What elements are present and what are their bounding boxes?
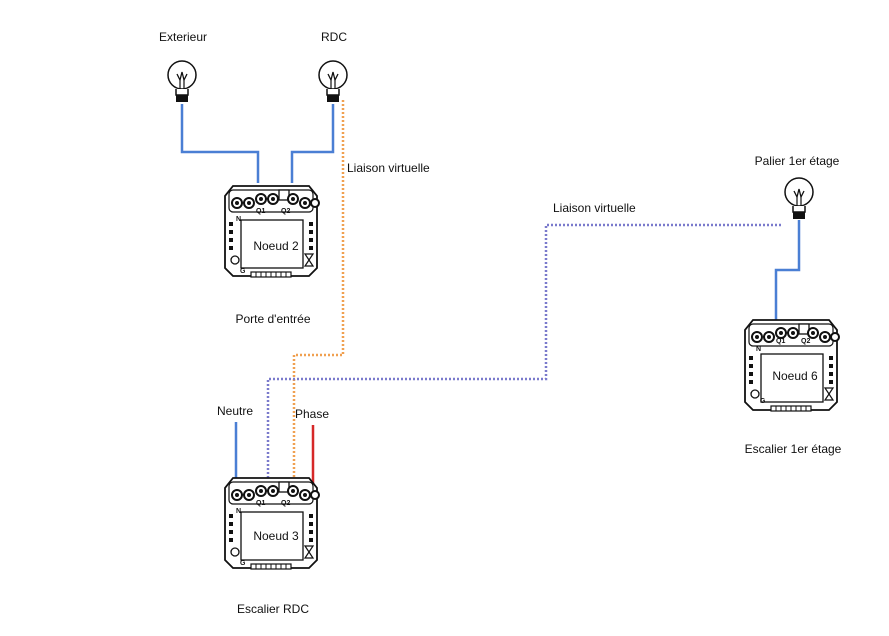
node-caption-escalier-1er: Escalier 1er étage bbox=[745, 442, 842, 456]
node-name-6: Noeud 6 bbox=[772, 369, 818, 383]
virtual-link-orange bbox=[292, 100, 345, 478]
wire-label-neutre: Neutre bbox=[217, 404, 253, 418]
node-name-3: Noeud 3 bbox=[253, 529, 299, 543]
module-mark-q2: Q2 bbox=[801, 338, 810, 345]
virtual-link-label-orange: Liaison virtuelle bbox=[347, 161, 430, 175]
wire-palier bbox=[774, 220, 801, 320]
module-mark-q2: Q2 bbox=[281, 500, 290, 507]
virtual-link-purple bbox=[266, 223, 783, 478]
wire-label-phase: Phase bbox=[295, 407, 329, 421]
module-mark-q1: Q1 bbox=[776, 338, 785, 345]
lamp-label-rdc: RDC bbox=[321, 30, 347, 44]
module-mark-g: G bbox=[240, 268, 246, 275]
module-mark-q1: Q1 bbox=[256, 500, 265, 507]
relay-module-icon bbox=[224, 477, 320, 570]
module-mark-g: G bbox=[760, 398, 766, 405]
light-bulb-icon bbox=[318, 60, 348, 103]
node-caption-escalier-rdc: Escalier RDC bbox=[237, 602, 309, 616]
module-mark-q2: Q2 bbox=[281, 208, 290, 215]
module-mark-n: N bbox=[236, 508, 241, 515]
wire-exterieur bbox=[180, 104, 260, 183]
module-mark-q1: Q1 bbox=[256, 208, 265, 215]
module-mark-n: N bbox=[236, 216, 241, 223]
lamp-label-exterieur: Exterieur bbox=[159, 30, 207, 44]
node-caption-porte-entree: Porte d'entrée bbox=[235, 312, 310, 326]
node-name-2: Noeud 2 bbox=[253, 239, 299, 253]
virtual-link-label-purple: Liaison virtuelle bbox=[553, 201, 636, 215]
light-bulb-icon bbox=[784, 177, 814, 220]
wire-rdc bbox=[290, 104, 335, 183]
module-mark-n: N bbox=[756, 346, 761, 353]
module-mark-g: G bbox=[240, 560, 246, 567]
lamp-label-palier: Palier 1er étage bbox=[755, 154, 840, 168]
relay-module-icon bbox=[224, 185, 320, 278]
light-bulb-icon bbox=[167, 60, 197, 103]
